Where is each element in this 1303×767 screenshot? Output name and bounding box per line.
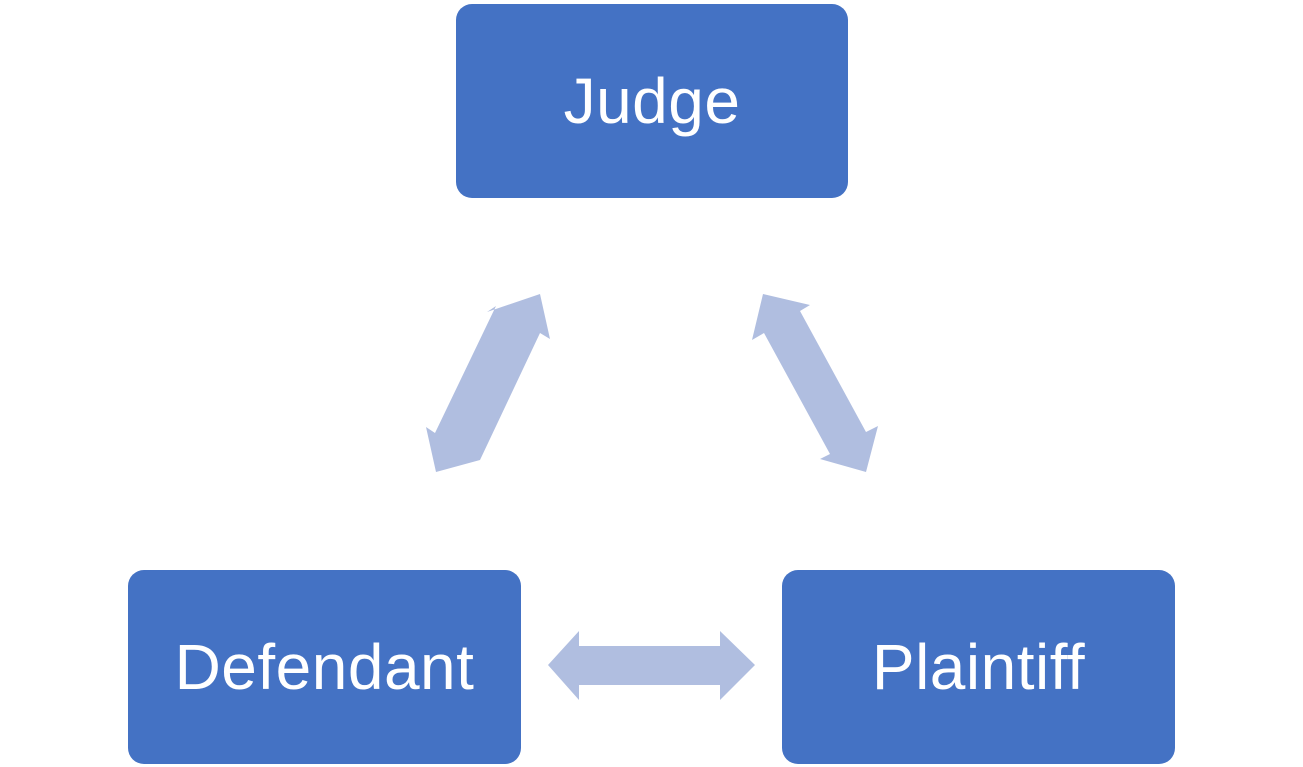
plaintiff-label: Plaintiff xyxy=(871,631,1086,703)
judge-label: Judge xyxy=(563,65,741,137)
plaintiff-node: Plaintiff xyxy=(782,570,1175,764)
arrow-defendant-plaintiff xyxy=(548,631,755,700)
arrow-judge-plaintiff xyxy=(752,294,878,472)
judge-node: Judge xyxy=(456,4,848,198)
defendant-label: Defendant xyxy=(174,631,475,703)
arrow-judge-defendant xyxy=(426,294,550,472)
defendant-node: Defendant xyxy=(128,570,521,764)
